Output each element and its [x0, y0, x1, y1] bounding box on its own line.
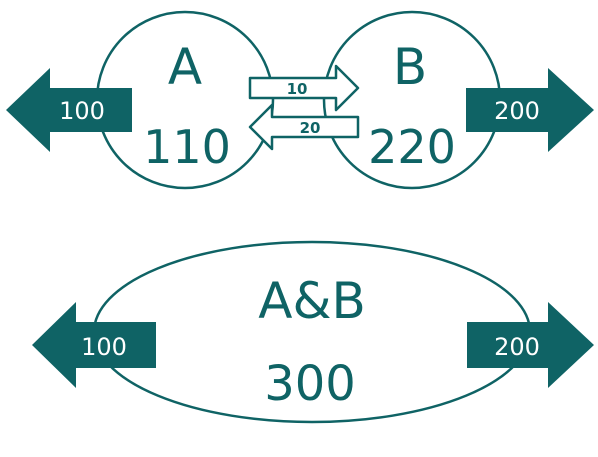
transfer-arrow-a-to-b: 10 [248, 64, 360, 112]
transfer-a-to-b-label: 10 [287, 80, 308, 98]
outflow-arrow-b: 200 [466, 68, 594, 152]
combined-node-name: A&B [258, 272, 366, 330]
outflow-arrow-right: 200 [467, 302, 594, 388]
outflow-a-label: 100 [59, 97, 105, 125]
node-b-name: B [393, 38, 427, 96]
outflow-right-label: 200 [494, 333, 540, 361]
outflow-left-label: 100 [81, 333, 127, 361]
node-b-value: 220 [368, 120, 456, 174]
outflow-arrow-a: 100 [6, 68, 132, 152]
outflow-b-label: 200 [494, 97, 540, 125]
transfer-b-to-a-label: 20 [300, 119, 321, 137]
combined-node-value: 300 [264, 356, 356, 412]
outflow-arrow-left: 100 [32, 302, 156, 388]
node-a-name: A [168, 38, 202, 96]
node-a-value: 110 [143, 120, 231, 174]
transfer-arrow-b-to-a: 20 [248, 103, 360, 151]
